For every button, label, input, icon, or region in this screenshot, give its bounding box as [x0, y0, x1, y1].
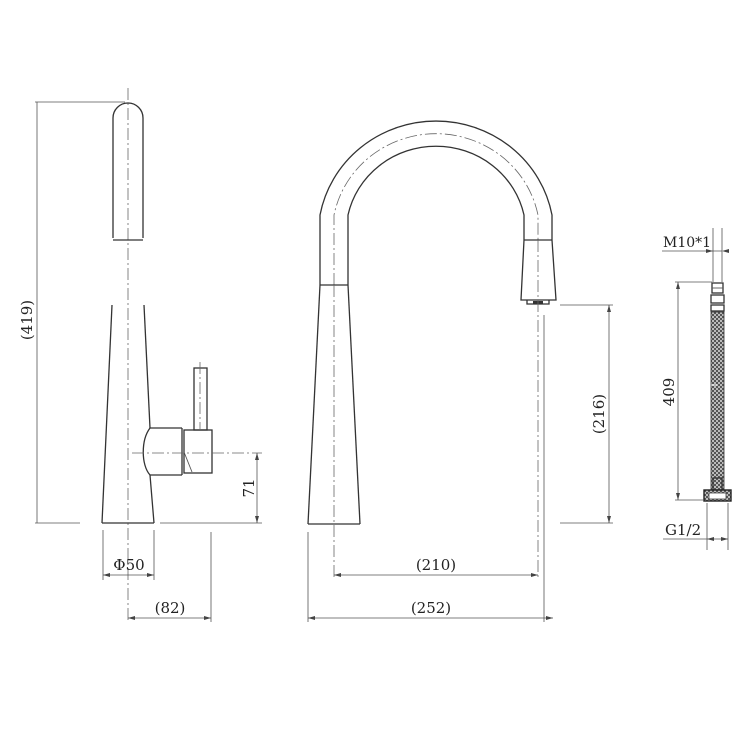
spray-head-upper: [112, 102, 144, 238]
handle-body: [183, 429, 213, 474]
dim-handle-reach: (82): [155, 599, 186, 617]
dim-top-thread: M10*1: [663, 235, 711, 251]
gooseneck-outer: [319, 120, 553, 285]
supply-hose: M10*1 409 G1/2: [660, 228, 732, 550]
front-view: (216) (210) (252): [307, 120, 613, 622]
front-body-left: [307, 284, 321, 525]
dim-hose-length: 409: [660, 378, 678, 407]
spray-head-front: [520, 239, 557, 301]
dim-handle-height: 71: [240, 478, 258, 497]
front-body-right: [347, 284, 361, 525]
body-right-edge-upper: [143, 304, 151, 429]
gooseneck-inner: [347, 145, 525, 285]
body-right-edge-lower: [149, 474, 155, 524]
hub-curve: [142, 427, 151, 476]
handle-bevel: [183, 451, 193, 473]
dim-spout-reach-overall: (252): [411, 599, 451, 617]
side-view: (419) 71 Φ50 (82): [18, 88, 262, 622]
dim-spout-height: (216): [590, 394, 608, 434]
braided-hose: [710, 311, 725, 491]
top-fitting-hex: [710, 294, 725, 304]
handle-lever: [193, 367, 208, 431]
gooseneck-centerline: [333, 133, 539, 285]
dim-base-diameter: Φ50: [113, 556, 144, 574]
dim-bottom-thread: G1/2: [665, 521, 701, 539]
dim-overall-height: (419): [18, 300, 36, 340]
body-left-edge: [101, 304, 113, 524]
dim-spout-reach-inner: (210): [416, 556, 456, 574]
top-fitting-ferrule: [710, 304, 725, 312]
